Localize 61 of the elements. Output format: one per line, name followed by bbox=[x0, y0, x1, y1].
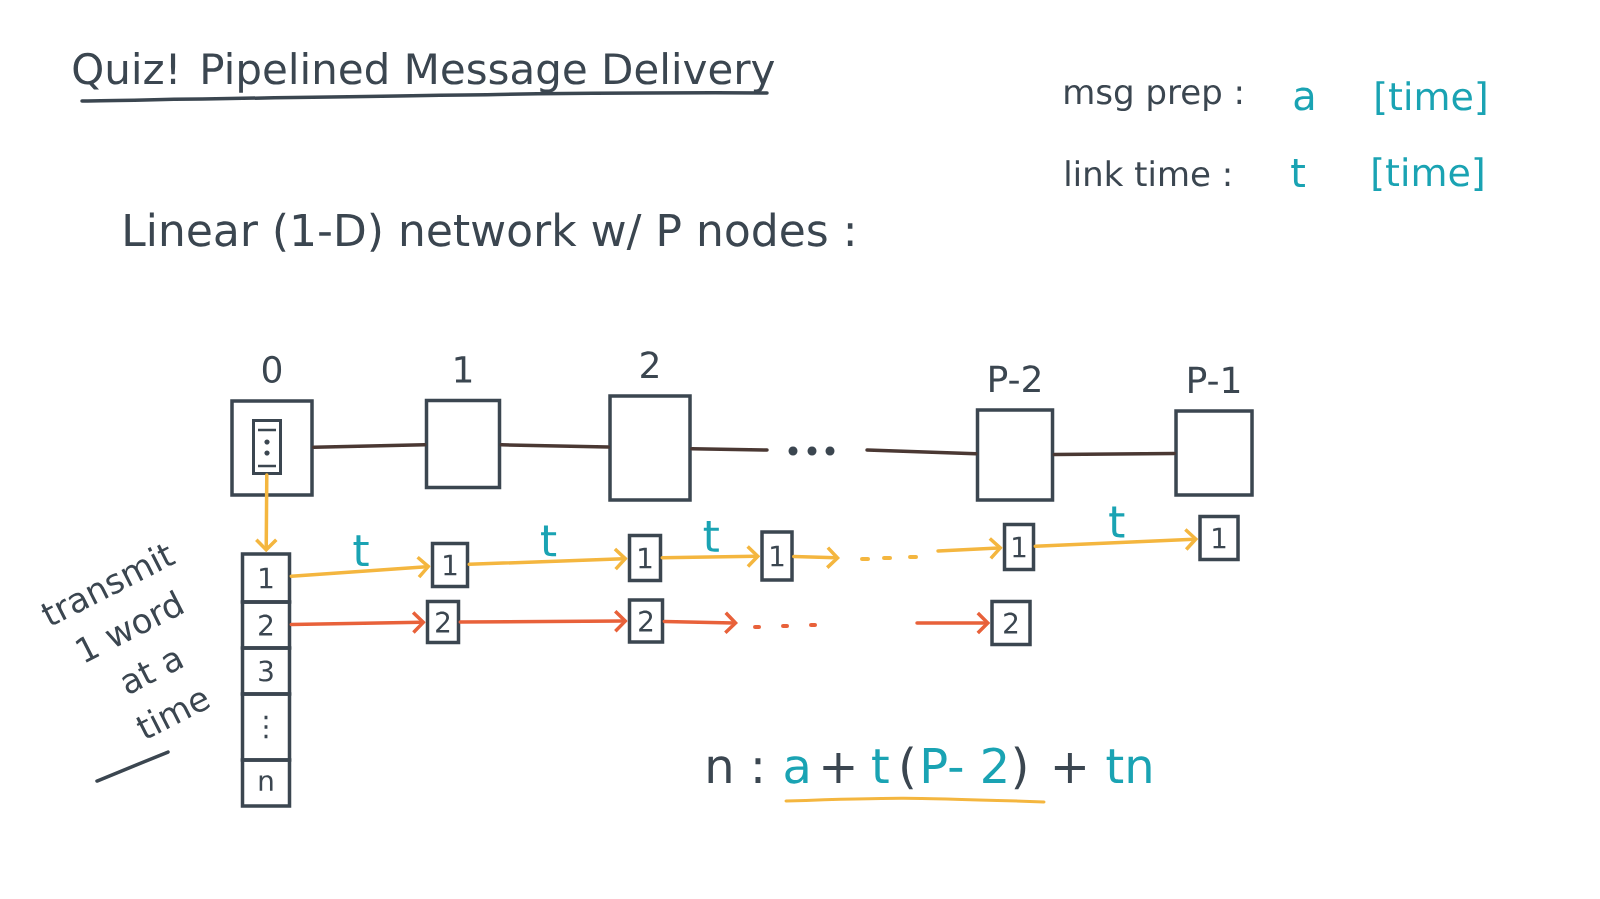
edge-label: t bbox=[1107, 505, 1127, 539]
word-cell: 1 bbox=[240, 552, 292, 604]
formula-text: a bbox=[785, 756, 808, 784]
link-line bbox=[1052, 451, 1176, 457]
word-cell: n bbox=[240, 758, 292, 808]
formula-text: + bbox=[823, 752, 854, 783]
node-label: P-1 bbox=[1189, 366, 1240, 394]
definition-label: msg prep : bbox=[1065, 84, 1241, 112]
network-node: 1 bbox=[424, 356, 502, 490]
network-node: P-2 bbox=[975, 365, 1055, 502]
word-cell: 3 bbox=[240, 646, 292, 696]
packet-box: 1 bbox=[430, 541, 470, 589]
formula-text: n : bbox=[708, 756, 761, 783]
packet-box: 1 bbox=[1002, 522, 1036, 572]
formula-text: P- 2 bbox=[923, 747, 1006, 783]
arrow bbox=[458, 609, 628, 633]
formula-text: ( bbox=[902, 746, 913, 790]
formula-text: tn bbox=[1106, 749, 1151, 783]
unit-label: [time] bbox=[1373, 157, 1483, 191]
arrow bbox=[662, 611, 738, 634]
link-line bbox=[312, 443, 427, 449]
word-cell: ⋮ bbox=[240, 692, 292, 762]
arrow bbox=[1033, 528, 1199, 551]
arrow bbox=[792, 546, 840, 569]
edge-label: t bbox=[701, 519, 721, 553]
subheading: Linear (1-D) network w/ P nodes : bbox=[125, 212, 853, 252]
link-line bbox=[690, 446, 769, 452]
node-label: 1 bbox=[455, 356, 472, 383]
arrow bbox=[255, 473, 278, 553]
edge-label: t bbox=[538, 524, 559, 558]
packet-box: 2 bbox=[627, 598, 665, 644]
definition-label: link time : bbox=[1066, 160, 1230, 187]
node-label: 0 bbox=[262, 355, 282, 384]
formula-text: t bbox=[872, 749, 889, 783]
symbol: a bbox=[1294, 87, 1314, 111]
formula-text: + bbox=[1054, 752, 1085, 783]
packet-box: 1 bbox=[760, 530, 794, 582]
formula-text: ) bbox=[1014, 746, 1026, 790]
arrow bbox=[289, 611, 426, 634]
arrow bbox=[660, 545, 761, 568]
packet-box: 2 bbox=[425, 599, 461, 645]
unit-label: [time] bbox=[1376, 81, 1486, 115]
symbol: t bbox=[1291, 158, 1305, 187]
arrow bbox=[289, 555, 431, 579]
arrow bbox=[467, 547, 628, 571]
word-cell: 2 bbox=[240, 600, 292, 650]
message-stack-icon bbox=[252, 419, 282, 475]
network-node: P-1 bbox=[1174, 366, 1254, 497]
link-line bbox=[865, 448, 978, 456]
link-line bbox=[499, 443, 610, 449]
arrow bbox=[936, 537, 1003, 560]
node-label: 2 bbox=[641, 351, 658, 379]
network-node: 2 bbox=[608, 351, 692, 502]
network-node: 0 bbox=[230, 355, 314, 497]
edge-label: t bbox=[351, 534, 371, 568]
packet-box: 1 bbox=[1198, 514, 1240, 562]
node-label: P-2 bbox=[990, 365, 1040, 393]
packet-box: 1 bbox=[627, 533, 663, 583]
title: Quiz! Pipelined Message Delivery bbox=[73, 52, 775, 93]
packet-box: 2 bbox=[990, 599, 1032, 647]
arrow bbox=[915, 611, 991, 635]
